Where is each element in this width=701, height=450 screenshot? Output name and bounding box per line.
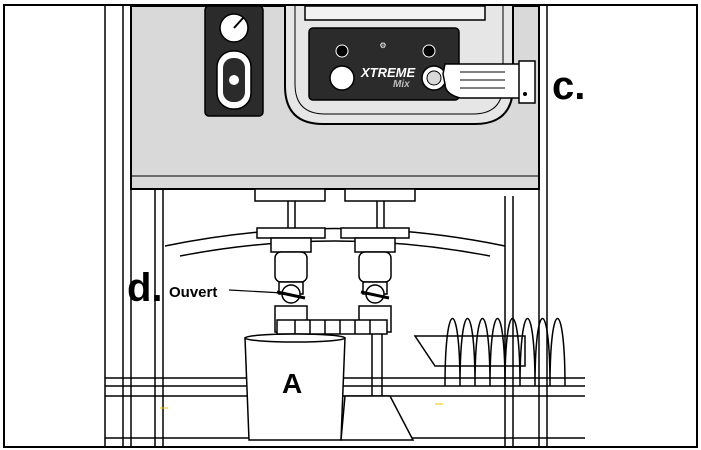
main-housing: ⚙ xyxy=(130,6,540,190)
hand-icon xyxy=(442,63,521,99)
callout-c: c. xyxy=(552,64,586,108)
svg-text:⚙: ⚙ xyxy=(379,41,386,50)
callout-d: d. xyxy=(127,266,163,310)
brand-top: XTREME xyxy=(361,65,416,80)
stop-button xyxy=(329,65,355,91)
spring-coils xyxy=(444,317,566,387)
callout-a: A xyxy=(282,368,303,399)
valve-right xyxy=(354,237,396,396)
brand-bottom: Mix xyxy=(393,79,410,90)
machine-illustration: ⚙ xyxy=(104,6,585,446)
brand-logo: XTREME xyxy=(361,66,415,79)
outlet-manifold xyxy=(254,188,416,239)
callout-leader-d xyxy=(228,289,284,294)
static-mixer xyxy=(276,319,388,335)
callout-d-state: Ouvert xyxy=(169,284,218,301)
brand-sub: Mix xyxy=(393,80,410,90)
diagram-frame: ⚙ xyxy=(3,4,698,448)
container-a xyxy=(244,333,415,441)
